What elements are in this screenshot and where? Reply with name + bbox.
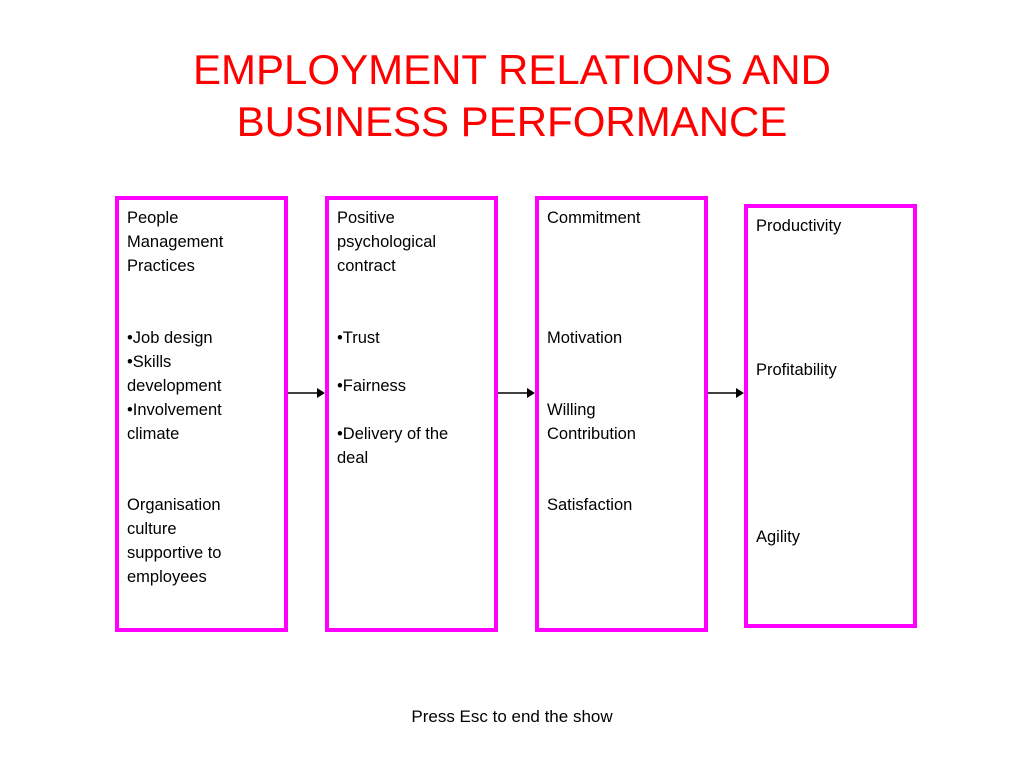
- box-text-line: Commitment: [547, 209, 641, 227]
- box-text-line: Productivity: [756, 217, 842, 235]
- box-text-line: Positive: [337, 209, 395, 227]
- box-text-line: contract: [337, 257, 396, 275]
- box-text-line: climate: [127, 425, 180, 443]
- box-text-line: •Delivery of the: [337, 425, 449, 443]
- box-text-line: Contribution: [547, 425, 636, 443]
- box-text-line: Motivation: [547, 329, 623, 347]
- box-text-line: •Skills: [127, 353, 172, 371]
- arrow-right-icon: [288, 387, 325, 399]
- commitment-box: Commitment Motivation Willing Contributi…: [535, 196, 708, 632]
- box-text-line: •Job design: [127, 329, 213, 347]
- box-text-line: deal: [337, 449, 369, 467]
- business-outcomes-box: Productivity Profitability Agility: [744, 204, 917, 628]
- slide-title-line-2: BUSINESS PERFORMANCE: [236, 98, 788, 145]
- box-text-line: Willing: [547, 401, 596, 419]
- box-text-line: psychological: [337, 233, 437, 251]
- end-show-hint: Press Esc to end the show: [411, 707, 613, 726]
- box-text-line: development: [127, 377, 222, 395]
- slide-title-line-1: EMPLOYMENT RELATIONS AND: [193, 46, 831, 93]
- box-text-line: Agility: [756, 528, 801, 546]
- psychological-contract-box: Positive psychological contract •Trust •…: [325, 196, 498, 632]
- box-text-line: •Fairness: [337, 377, 407, 395]
- box-text-line: employees: [127, 568, 207, 586]
- box-text-line: •Trust: [337, 329, 380, 347]
- arrow-right-icon: [708, 387, 744, 399]
- arrow-right-icon: [498, 387, 535, 399]
- slide-title: EMPLOYMENT RELATIONS AND BUSINESS PERFOR…: [0, 44, 1024, 148]
- box-text-line: Organisation: [127, 496, 221, 514]
- box-text-line: •Involvement: [127, 401, 222, 419]
- people-management-box: People Management Practices •Job design …: [115, 196, 288, 632]
- box-text-line: People: [127, 209, 179, 227]
- box-text-line: culture: [127, 520, 177, 538]
- box-text-line: Profitability: [756, 361, 837, 379]
- box-text-line: Management: [127, 233, 224, 251]
- box-text-line: Satisfaction: [547, 496, 633, 514]
- box-text-line: Practices: [127, 257, 195, 275]
- box-text-line: supportive to: [127, 544, 222, 562]
